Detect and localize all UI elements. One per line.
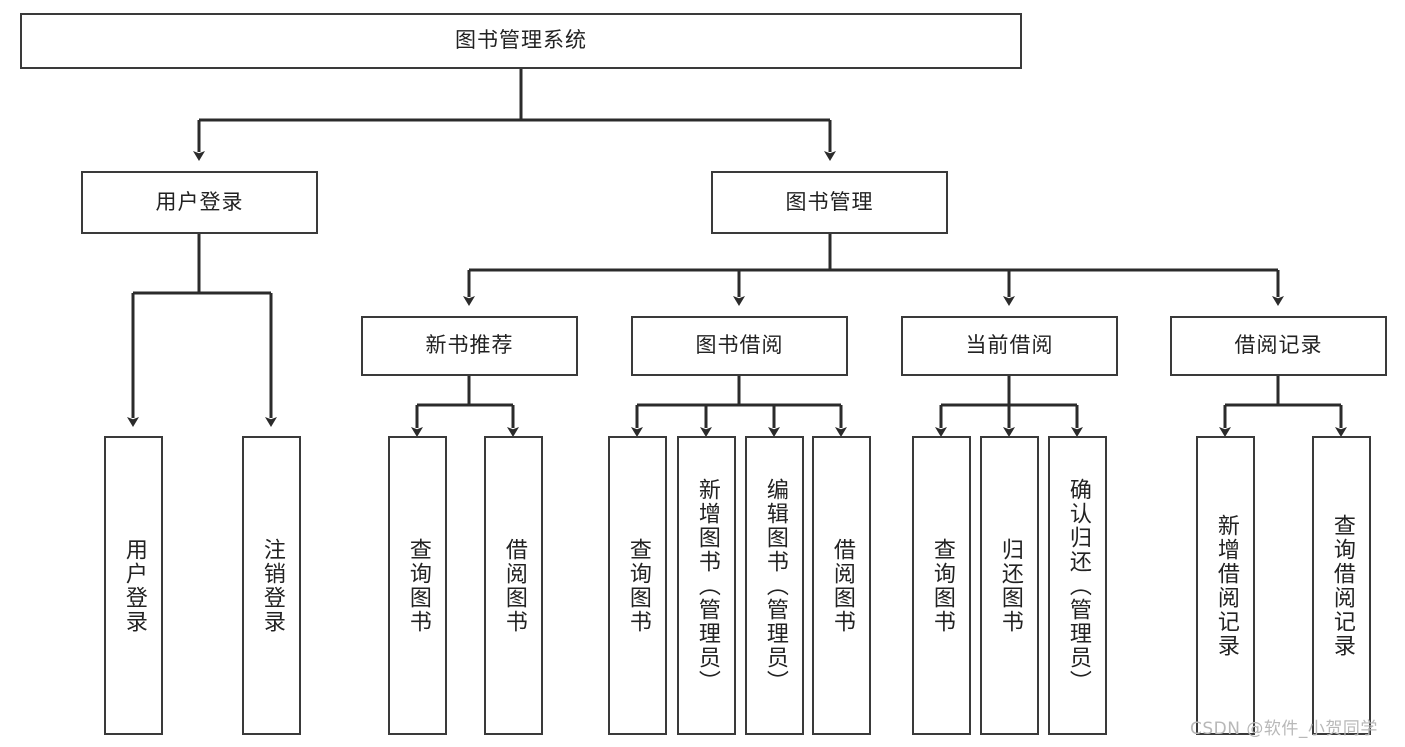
node-leaf-user-login[interactable]: 用户登录 (104, 436, 163, 735)
node-leaf-add-book[interactable]: 新增图书（管理员） (677, 436, 736, 735)
node-book-manage-label: 图书管理 (785, 189, 874, 214)
node-leaf-user-login-label: 用户登录 (121, 537, 147, 634)
node-leaf-confirm-return[interactable]: 确认归还（管理员） (1048, 436, 1107, 735)
node-book-borrow[interactable]: 图书借阅 (631, 316, 848, 376)
csdn-watermark: CSDN @软件_小贺同学 (1190, 719, 1378, 739)
node-leaf-query-book-1[interactable]: 查询图书 (388, 436, 447, 735)
node-user-login[interactable]: 用户登录 (81, 171, 318, 234)
node-leaf-query-book-3-label: 查询图书 (929, 537, 955, 634)
node-leaf-borrow-book-2[interactable]: 借阅图书 (812, 436, 871, 735)
node-leaf-return-book-label: 归还图书 (997, 537, 1023, 634)
node-root-label: 图书管理系统 (455, 28, 587, 53)
node-root[interactable]: 图书管理系统 (20, 13, 1022, 69)
node-leaf-query-book-3[interactable]: 查询图书 (912, 436, 971, 735)
node-leaf-borrow-book-2-label: 借阅图书 (829, 537, 855, 634)
node-leaf-logout-login[interactable]: 注销登录 (242, 436, 301, 735)
node-leaf-query-record-label: 查询借阅记录 (1329, 513, 1355, 658)
node-new-book-recommend[interactable]: 新书推荐 (361, 316, 578, 376)
node-leaf-query-record[interactable]: 查询借阅记录 (1312, 436, 1371, 735)
node-leaf-add-record[interactable]: 新增借阅记录 (1196, 436, 1255, 735)
node-leaf-borrow-book-1-label: 借阅图书 (501, 537, 527, 634)
node-leaf-add-record-label: 新增借阅记录 (1213, 513, 1239, 658)
node-leaf-confirm-return-label: 确认归还（管理员） (1065, 477, 1091, 694)
node-book-borrow-label: 图书借阅 (695, 333, 784, 358)
node-current-borrow[interactable]: 当前借阅 (901, 316, 1118, 376)
node-current-borrow-label: 当前借阅 (965, 333, 1054, 358)
node-user-login-label: 用户登录 (155, 189, 244, 214)
node-leaf-query-book-2[interactable]: 查询图书 (608, 436, 667, 735)
node-leaf-borrow-book-1[interactable]: 借阅图书 (484, 436, 543, 735)
node-leaf-logout-login-label: 注销登录 (259, 537, 285, 634)
node-book-manage[interactable]: 图书管理 (711, 171, 948, 234)
node-leaf-query-book-1-label: 查询图书 (405, 537, 431, 634)
node-leaf-add-book-label: 新增图书（管理员） (694, 477, 720, 694)
node-borrow-record[interactable]: 借阅记录 (1170, 316, 1387, 376)
node-borrow-record-label: 借阅记录 (1234, 333, 1323, 358)
node-leaf-edit-book[interactable]: 编辑图书（管理员） (745, 436, 804, 735)
node-leaf-return-book[interactable]: 归还图书 (980, 436, 1039, 735)
node-new-book-recommend-label: 新书推荐 (425, 333, 514, 358)
node-leaf-edit-book-label: 编辑图书（管理员） (762, 477, 788, 694)
node-leaf-query-book-2-label: 查询图书 (625, 537, 651, 634)
